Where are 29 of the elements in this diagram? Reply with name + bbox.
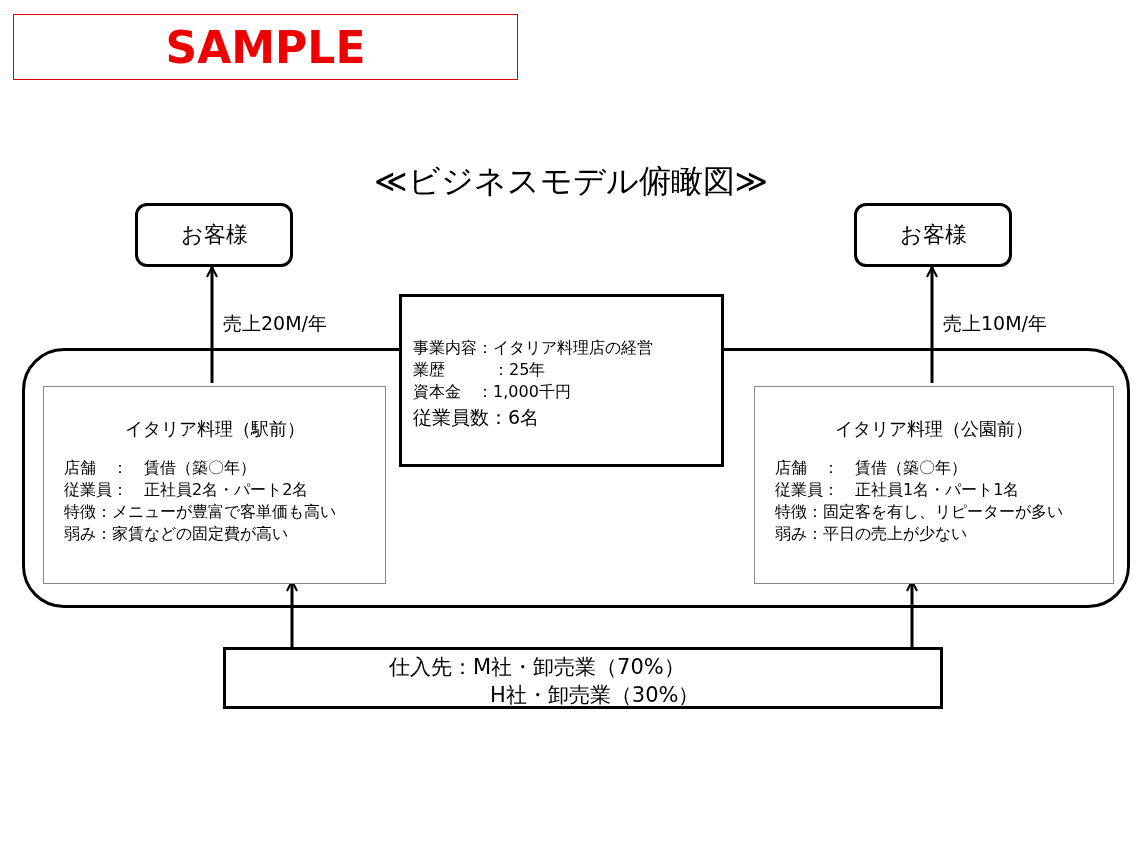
company-detail: 事業内容：イタリア料理店の経営 [413, 337, 654, 359]
supplier-text: H社・卸売業（30%） [490, 682, 701, 709]
store-detail: 店舗 ： 賃借（築〇年） [775, 457, 968, 479]
supplier-text: 仕入先：M社・卸売業（70%） [389, 654, 686, 681]
company-box [399, 294, 724, 467]
supplier-box [223, 647, 943, 709]
arrow [926, 266, 938, 383]
node-label: お客様 [899, 221, 967, 249]
company-detail: 業歴 ：25年 [413, 359, 547, 381]
store-box [754, 386, 1114, 584]
store-detail: 従業員： 正社員1名・パート1名 [775, 479, 1021, 501]
company-detail: 従業員数：6名 [413, 405, 541, 430]
store-detail: 特徴：固定客を有し、リピーターが多い [775, 501, 1064, 523]
company-detail: 資本金 ：1,000千円 [413, 381, 572, 403]
customer-box [135, 203, 293, 267]
store-detail: 店舗 ： 賃借（築〇年） [64, 457, 257, 479]
store-title: イタリア料理（公園前） [834, 417, 1034, 441]
store-detail: 従業員： 正社員2名・パート2名 [64, 479, 310, 501]
node-label: お客様 [180, 221, 248, 249]
store-detail: 弱み：平日の売上が少ない [775, 523, 968, 545]
stamp-text: SAMPLE [165, 21, 366, 73]
store-box [43, 386, 386, 584]
store-detail: 弱み：家賃などの固定費が高い [64, 523, 289, 545]
store-title: イタリア料理（駅前） [123, 417, 306, 441]
diagram-title: ≪ビジネスモデル俯瞰図≫ [373, 161, 769, 202]
arrow [206, 266, 218, 383]
sample-stamp [13, 14, 518, 80]
store-detail: 特徴：メニューが豊富で客単価も高い [64, 501, 337, 523]
customer-box [854, 203, 1012, 267]
